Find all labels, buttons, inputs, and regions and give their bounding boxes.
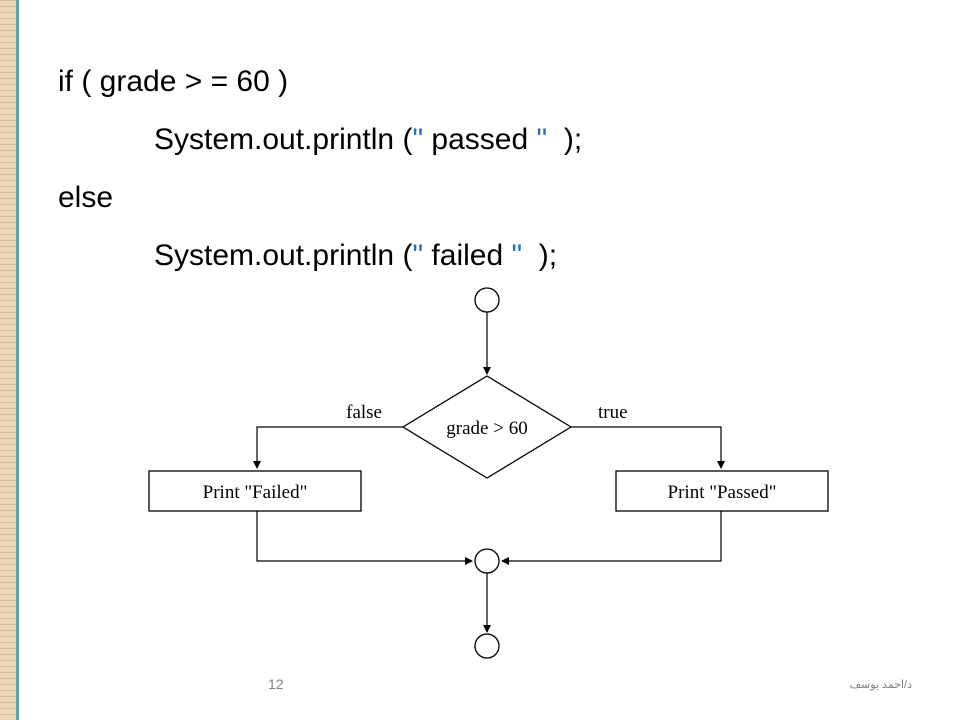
- code-call: System.out.println (: [154, 123, 413, 156]
- decorative-left-bar: [0, 0, 16, 720]
- print-passed-box: [615, 470, 829, 512]
- end-node: [474, 633, 500, 659]
- print-failed-box: [148, 470, 362, 512]
- page-number: 12: [268, 676, 284, 692]
- arrow-passed-to-merge: [501, 511, 722, 565]
- arrow-failed-to-merge: [256, 511, 473, 565]
- quote-mark: ": [511, 239, 523, 272]
- left-accent-line: [16, 0, 19, 720]
- author-credit: د/احمد يوسف: [849, 679, 912, 691]
- print-passed-label: Print "Passed": [668, 482, 777, 503]
- code-line-else: else: [58, 181, 114, 214]
- quote-mark: ": [412, 123, 424, 156]
- code-call: System.out.println (: [154, 239, 413, 272]
- decision-diamond: [401, 375, 573, 479]
- quote-mark: ": [536, 123, 548, 156]
- code-close: );: [522, 239, 558, 272]
- code-block: if ( grade > = 60 ) System.out.println (…: [58, 58, 582, 290]
- code-close: );: [547, 123, 583, 156]
- code-string: failed: [423, 239, 512, 272]
- code-string: passed: [423, 123, 537, 156]
- false-label: false: [346, 402, 382, 423]
- start-node: [474, 287, 500, 313]
- code-line-print-passed: System.out.println (" passed " );: [58, 116, 582, 174]
- true-label: true: [598, 402, 628, 423]
- arrow-true-branch: [571, 426, 725, 469]
- print-failed-label: Print "Failed": [203, 482, 308, 503]
- merge-node: [474, 548, 500, 574]
- arrow-false-branch: [253, 426, 403, 469]
- decision-label: grade > 60: [446, 418, 527, 439]
- code-line-print-failed: System.out.println (" failed " );: [58, 232, 582, 290]
- code-line-if: if ( grade > = 60 ): [58, 65, 289, 98]
- quote-mark: ": [412, 239, 424, 272]
